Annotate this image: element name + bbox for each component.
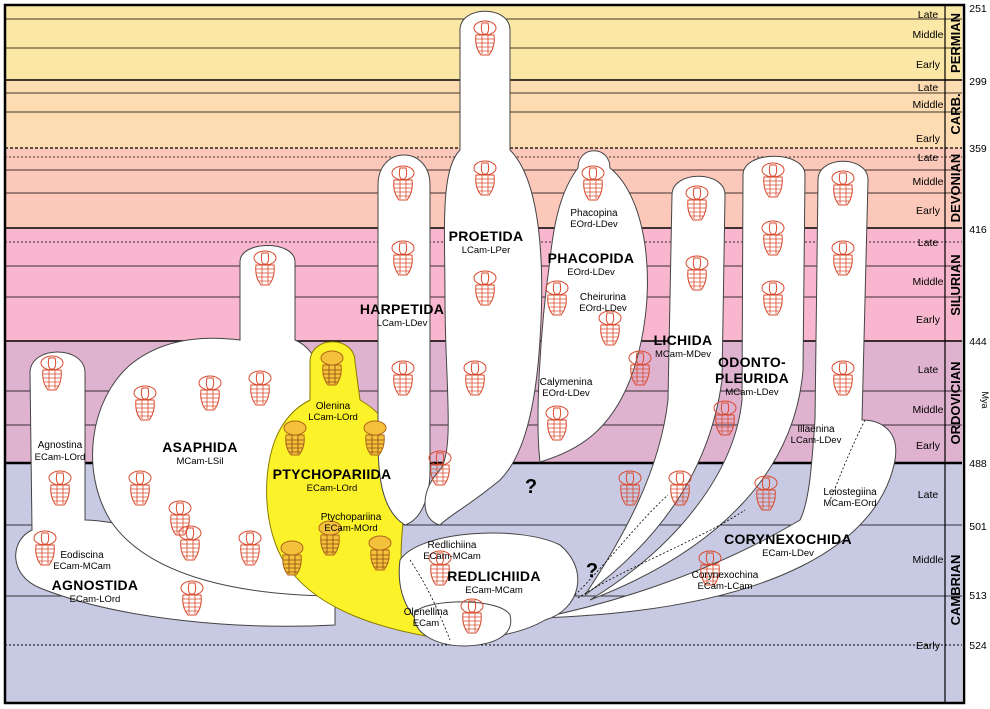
svg-text:Early: Early (916, 640, 941, 652)
connector-lines (409, 419, 866, 641)
range-phacopida: EOrd-LDev (567, 267, 615, 278)
suborder-corynexochina: Corynexochina (692, 570, 759, 581)
suborder-cheirurina: Cheirurina (580, 292, 627, 303)
svg-text:Late: Late (918, 237, 939, 249)
order-asaphida: ASAPHIDA (162, 439, 238, 455)
range-lichida: MCam-MDev (655, 349, 711, 360)
suborder-illaenina: Illaenina (797, 424, 835, 435)
agnostida-shape (15, 351, 336, 627)
svg-text:SILURIAN: SILURIAN (948, 254, 963, 315)
svg-text:299: 299 (969, 76, 987, 88)
svg-text:Early: Early (916, 314, 941, 326)
svg-text:Mya: Mya (980, 391, 990, 408)
range-phacopina: EOrd-LDev (570, 219, 618, 230)
svg-text:Middle: Middle (913, 276, 944, 288)
epoch-labels: Late Middle Early Late Middle Early Late… (913, 9, 944, 652)
order-labels: AGNOSTIDA ECam-LOrd ASAPHIDA MCam-LSil P… (52, 228, 852, 605)
svg-text:416: 416 (969, 224, 987, 236)
range-olenellina: ECam (413, 618, 439, 629)
order-redlichiida: REDLICHIIDA (447, 568, 541, 584)
svg-text:Early: Early (916, 440, 941, 452)
range-agnostida: ECam-LOrd (70, 594, 121, 605)
order-ptychopariida: PTYCHOPARIIDA (273, 466, 392, 482)
odontopleurida-shape (589, 155, 806, 601)
svg-text:Middle: Middle (913, 554, 944, 566)
order-corynexochida: CORYNEXOCHIDA (724, 531, 852, 547)
order-agnostida: AGNOSTIDA (52, 577, 139, 593)
suborder-olenellina: Olenellina (404, 607, 449, 618)
order-harpetida: HARPETIDA (360, 301, 444, 317)
svg-text:444: 444 (969, 336, 987, 348)
lichida-shape (584, 175, 726, 596)
range-illaenina: LCam-LDev (791, 435, 842, 446)
range-corynexochina: ECam-LCam (698, 581, 753, 592)
suborder-leiostegiina: Leiostegiina (823, 487, 877, 498)
svg-text:Early: Early (916, 133, 941, 145)
suborder-calymenina: Calymenina (540, 377, 593, 388)
range-asaphida: MCam-LSil (177, 456, 224, 467)
svg-text:CAMBRIAN: CAMBRIAN (948, 555, 963, 626)
svg-text:Middle: Middle (913, 29, 944, 41)
suborder-phacopina: Phacopina (570, 208, 618, 219)
svg-text:Early: Early (916, 205, 941, 217)
order-phacopida: PHACOPIDA (548, 250, 635, 266)
clade-shapes (15, 10, 897, 647)
range-agnostina: ECam-LOrd (35, 452, 86, 463)
range-olenina: LCam-LOrd (308, 412, 358, 423)
phacopida-shape (537, 150, 648, 463)
range-ptychopariida: ECam-LOrd (307, 483, 358, 494)
range-proetida: LCam-LPer (462, 245, 511, 256)
corynexochida-shape (539, 160, 897, 619)
svg-text:PERMIAN: PERMIAN (948, 13, 963, 73)
svg-text:Middle: Middle (913, 404, 944, 416)
suborder-redlichiina: Redlichiina (428, 540, 477, 551)
range-calymenina: EOrd-LDev (542, 388, 590, 399)
unknown-mark-1: ? (525, 476, 537, 498)
svg-text:Early: Early (916, 59, 941, 71)
range-ptychopariina: ECam-MOrd (324, 523, 377, 534)
svg-text:DEVONIAN: DEVONIAN (948, 154, 963, 223)
range-harpetida: LCam-LDev (377, 318, 428, 329)
range-eodiscina: ECam-MCam (53, 561, 111, 572)
svg-text:359: 359 (969, 143, 987, 155)
suborder-agnostina: Agnostina (38, 440, 83, 451)
svg-text:Late: Late (918, 152, 939, 164)
svg-text:501: 501 (969, 521, 987, 533)
order-odontopleurida-line2: PLEURIDA (715, 370, 789, 386)
svg-text:ORDOVICIAN: ORDOVICIAN (948, 361, 963, 444)
suborder-ptychopariina: Ptychopariina (321, 512, 382, 523)
mya-labels: 251 299 359 416 444 488 501 513 524 Mya (969, 3, 990, 652)
suborder-labels: Agnostina ECam-LOrd Eodiscina ECam-MCam … (35, 208, 877, 629)
svg-text:524: 524 (969, 640, 987, 652)
range-corynexochida: ECam-LDev (762, 548, 814, 559)
period-labels: PERMIAN CARB. DEVONIAN SILURIAN ORDOVICI… (948, 13, 963, 625)
range-leiostegiina: MCam-EOrd (823, 498, 876, 509)
svg-text:Middle: Middle (913, 99, 944, 111)
svg-text:Late: Late (918, 489, 939, 501)
range-redlichiina: ECam-MCam (423, 551, 481, 562)
svg-text:Late: Late (918, 364, 939, 376)
diagram-frame (3, 3, 966, 705)
suborder-olenina: Olenina (316, 401, 351, 412)
svg-text:Middle: Middle (913, 176, 944, 188)
range-redlichiida: ECam-MCam (465, 585, 523, 596)
svg-text:251: 251 (969, 3, 987, 15)
range-odontopleurida: MCam-LDev (725, 387, 779, 398)
suborder-eodiscina: Eodiscina (60, 550, 104, 561)
svg-text:Late: Late (918, 9, 939, 21)
svg-text:Late: Late (918, 82, 939, 94)
svg-text:513: 513 (969, 590, 987, 602)
unknown-mark-2: ? (586, 560, 598, 582)
svg-text:CARB.: CARB. (948, 93, 963, 134)
range-cheirurina: EOrd-LDev (579, 303, 627, 314)
svg-text:488: 488 (969, 458, 987, 470)
order-odontopleurida-line1: ODONTO- (718, 354, 786, 370)
order-lichida: LICHIDA (654, 332, 713, 348)
order-proetida: PROETIDA (449, 228, 524, 244)
proetida-shape (424, 10, 543, 526)
